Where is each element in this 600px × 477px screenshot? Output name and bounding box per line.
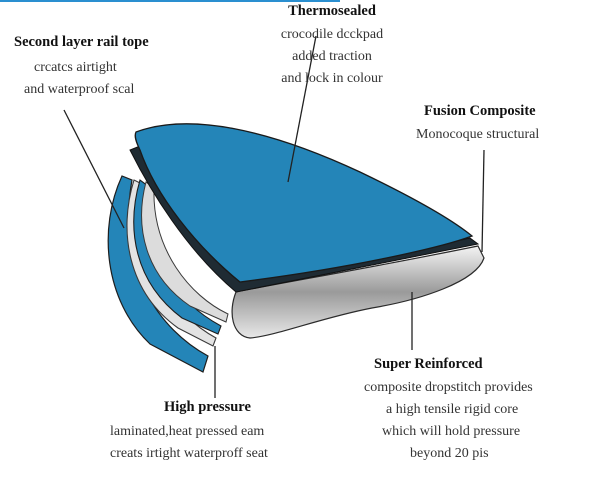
callout-line: crocodile dcckpad: [280, 27, 384, 42]
callout-line: crcatcs airtight: [34, 60, 117, 75]
callout-high-pressure: High pressure laminated,heat pressed eam…: [110, 399, 330, 465]
callout-rail-tape: Second layer rail tope crcatcs airtight …: [14, 34, 194, 101]
leader-line-fusion: [481, 149, 485, 253]
callout-title: Second layer rail tope: [14, 34, 149, 50]
callout-super-reinforced: Super Reinforced composite dropstitch pr…: [364, 356, 594, 465]
callout-line: composite dropstitch provides: [364, 380, 533, 395]
callout-line: a high tensile rigid core: [386, 402, 519, 417]
callout-line: and lock in colour: [281, 71, 383, 86]
callout-line: added traction: [292, 49, 372, 64]
callout-title: Super Reinforced: [374, 356, 483, 372]
dropstitch-core: [231, 245, 485, 339]
callout-line: creats irtight waterproff seat: [110, 446, 268, 461]
callout-line: beyond 20 pis: [410, 446, 489, 461]
callout-title: High pressure: [164, 399, 251, 415]
leader-line-thermosealed: [287, 35, 317, 183]
callout-thermosealed: Thermosealed crocodile dcckpad added tra…: [262, 3, 402, 90]
callout-line: and waterproof scal: [24, 82, 135, 97]
callout-title: Fusion Composite: [424, 103, 536, 119]
rail-layer-gray-2: [141, 181, 229, 323]
callout-line: Monocoque structural: [416, 127, 540, 142]
callout-fusion-composite: Fusion Composite Monocoque structural: [416, 103, 586, 146]
callout-line: laminated,heat pressed eam: [110, 424, 265, 439]
callout-line: which will hold pressure: [382, 424, 521, 439]
top-accent-bar: [0, 0, 340, 2]
callout-title: Thermosealed: [288, 3, 376, 19]
leader-line-rail-tape: [63, 109, 125, 229]
deckpad-surface: [134, 123, 474, 283]
